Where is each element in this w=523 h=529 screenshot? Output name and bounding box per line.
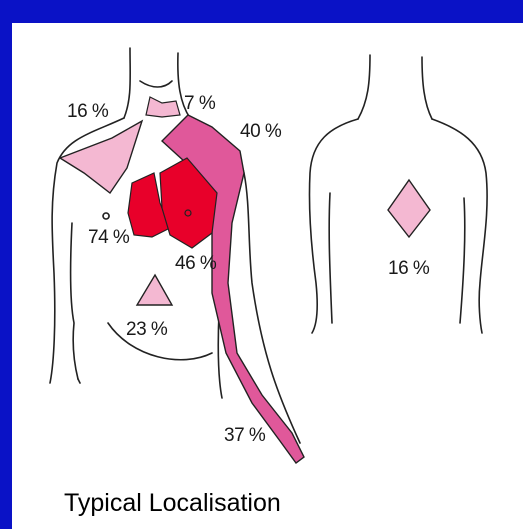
label-shoulder-left: 40 % xyxy=(240,121,281,143)
label-shoulder-right: 16 % xyxy=(67,101,108,123)
caption: Typical Localisation xyxy=(64,489,281,518)
back-neck-right xyxy=(422,57,432,119)
back-neck-left xyxy=(358,55,370,119)
back-arm-left xyxy=(329,193,332,323)
front-arm-inner-left xyxy=(71,223,78,379)
label-epigastrium: 23 % xyxy=(126,319,167,341)
back-shoulder-left xyxy=(309,119,358,333)
front-chin xyxy=(140,81,172,87)
diagram-panel: 16 % 7 % 40 % 74 % 46 % 23 % 37 % 16 % xyxy=(12,23,523,529)
label-chest-right: 74 % xyxy=(88,227,129,249)
back-arm-right xyxy=(460,198,465,323)
area-back xyxy=(388,180,430,237)
label-chest-center: 46 % xyxy=(175,253,216,275)
body-figures xyxy=(12,23,523,493)
area-neck xyxy=(146,97,180,117)
back-shoulder-right xyxy=(432,119,487,333)
front-lower-torso xyxy=(78,379,80,383)
front-neck-left xyxy=(124,48,130,118)
label-back: 16 % xyxy=(388,258,429,280)
label-neck: 7 % xyxy=(184,93,215,115)
area-shoulder-right xyxy=(60,121,142,193)
front-nipple-left xyxy=(103,213,109,219)
area-epigastrium xyxy=(137,275,172,305)
label-forearm: 37 % xyxy=(224,425,265,447)
